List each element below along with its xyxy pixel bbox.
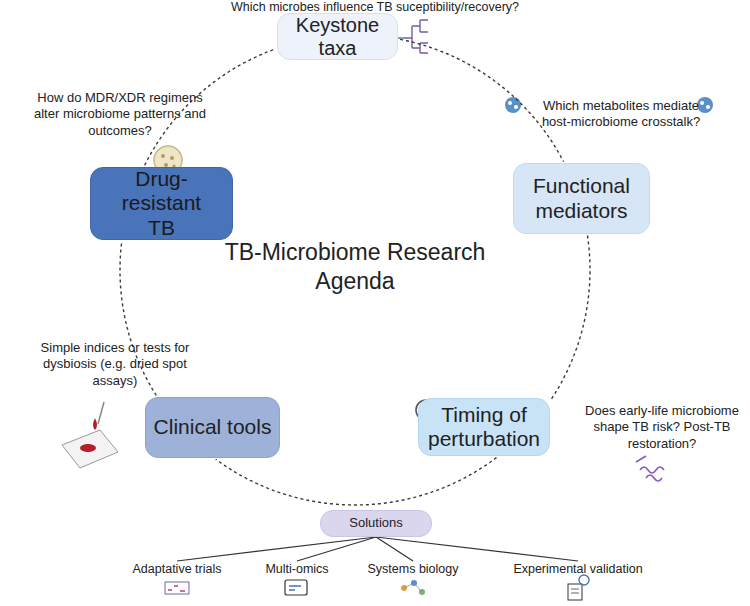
node-label: Keystone taxa — [283, 14, 393, 60]
bacteria-icon — [636, 456, 664, 481]
dashed-connector — [120, 241, 156, 395]
question-note: How do MDR/XDR regimens alter microbiome… — [25, 90, 215, 139]
topic-box: Functional mediators — [513, 163, 650, 234]
dashed-connector — [216, 458, 497, 505]
center-title: TB-Microbiome Research Agenda — [220, 238, 490, 296]
solution-label: Adaptative trials — [112, 562, 242, 578]
topic-box: Drug-resistant TB — [90, 167, 233, 240]
solutions-pill: Solutions — [320, 510, 432, 537]
blood-spot-icon — [62, 402, 118, 468]
node-label: Timing of perturbation — [423, 403, 545, 451]
node-label: Solutions — [349, 516, 402, 531]
dashed-connector — [552, 236, 591, 400]
question-note: Which metabolites mediate host-microbiom… — [540, 98, 702, 131]
solution-icons — [165, 575, 589, 600]
topic-box: Clinical tools — [145, 397, 280, 458]
solution-label: Systems biology — [343, 562, 483, 578]
dashed-connector — [400, 39, 563, 161]
note-text: Simple indices or tests for dysbiosis (e… — [35, 340, 195, 389]
question-note: Does early-life microbiome shape TB risk… — [576, 403, 748, 452]
solution-label: Experimental validation — [498, 562, 658, 578]
node-label: Functional mediators — [522, 174, 642, 222]
topic-box: Keystone taxa — [277, 13, 398, 60]
node-label: Clinical tools — [154, 415, 272, 439]
topic-box: Timing of perturbation — [418, 398, 550, 456]
tree-icon — [398, 20, 428, 53]
solution-label: Multi-omics — [232, 562, 362, 578]
leader-lines — [177, 537, 578, 561]
question-note: Which microbes influence TB suceptibilit… — [150, 0, 600, 16]
node-label: Drug-resistant TB — [107, 167, 217, 239]
